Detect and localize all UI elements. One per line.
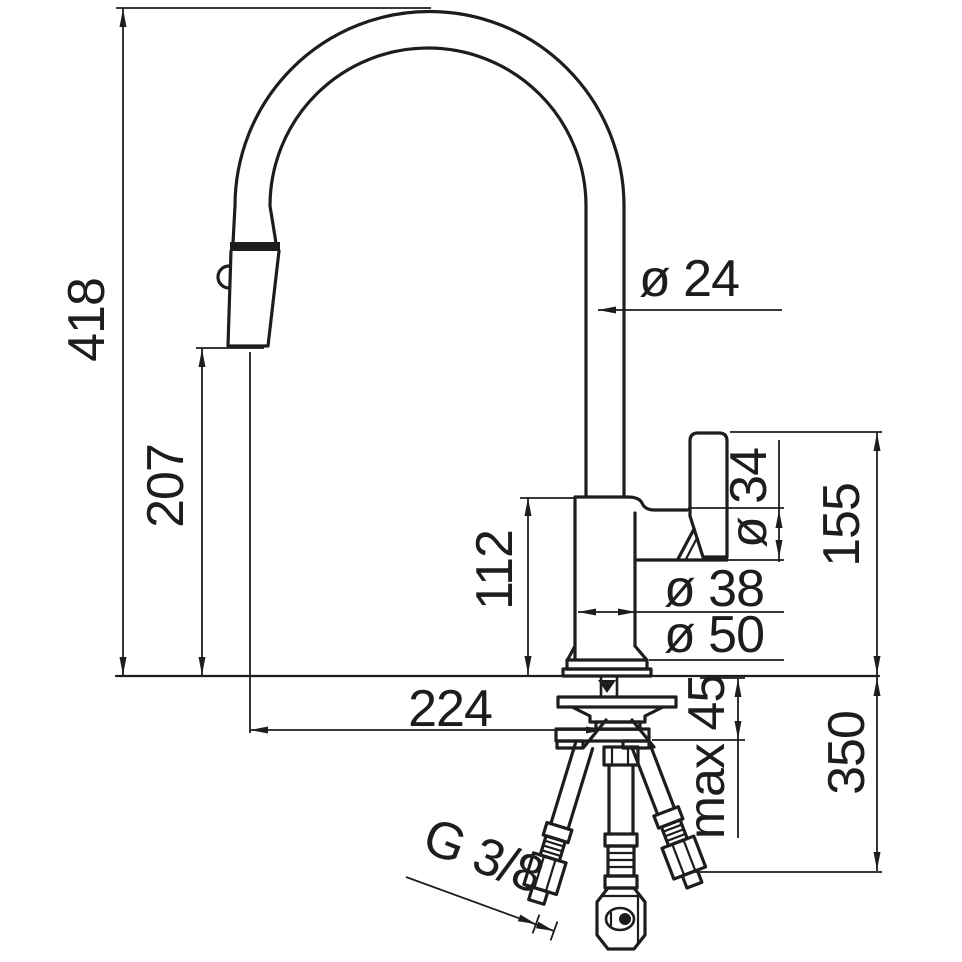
pullout-collar-upper bbox=[603, 832, 639, 848]
arrow-g38-a bbox=[517, 914, 536, 924]
mounting-cone bbox=[598, 680, 616, 693]
hose-thread-ribs bbox=[540, 839, 565, 858]
handle-strut bbox=[676, 527, 696, 561]
dim-body-height-label: 112 bbox=[466, 530, 524, 610]
hose-weight-slot bbox=[604, 906, 636, 932]
hose-ferrule bbox=[652, 805, 685, 830]
dimension-lines bbox=[116, 7, 882, 941]
spray-button bbox=[216, 264, 231, 290]
arrow-112-bottom bbox=[524, 656, 532, 674]
base-flange-lower bbox=[561, 667, 653, 678]
pullout-hex-facets bbox=[610, 745, 630, 767]
hose-spigot bbox=[680, 868, 704, 890]
dim-spout-height-label: 207 bbox=[137, 444, 195, 528]
spray-head bbox=[226, 249, 281, 348]
spout-arc-inner bbox=[268, 46, 588, 499]
dim-total-height-label: 418 bbox=[58, 278, 116, 362]
hose-weight-shading bbox=[600, 891, 642, 946]
arrow-dia38-left bbox=[578, 608, 596, 616]
arrow-g38-b bbox=[535, 921, 554, 931]
arrow-207-bottom bbox=[198, 657, 206, 675]
body-flare-left bbox=[566, 644, 577, 661]
arrow-max45-top bbox=[734, 679, 742, 697]
dim-spout-reach-label: 224 bbox=[408, 680, 492, 738]
pullout-collar-lower bbox=[603, 874, 639, 890]
arrow-dia34-top bbox=[775, 510, 783, 528]
mounting-bracket-foot-left bbox=[555, 739, 585, 750]
spray-head-band bbox=[230, 242, 280, 251]
dim-spout-pipe-diameter-label: ø 24 bbox=[639, 250, 739, 308]
arrow-350-top bbox=[873, 678, 881, 696]
filled-shapes bbox=[119, 9, 881, 931]
mounting-washer-plate bbox=[556, 695, 678, 709]
hose-hex-facets bbox=[671, 838, 697, 877]
arrow-112-top bbox=[524, 498, 532, 516]
pullout-hex-block bbox=[602, 745, 640, 767]
dim-hose-drop-label: 350 bbox=[818, 711, 876, 795]
pullout-thread-ribs bbox=[606, 851, 636, 869]
arrow-207-top bbox=[198, 349, 206, 367]
supply-hose-left bbox=[522, 741, 595, 906]
arrow-max45-bottom bbox=[734, 721, 742, 739]
arrow-224-right bbox=[586, 726, 604, 734]
hose-hex-facets bbox=[533, 855, 557, 893]
hose-weight-slot-dot bbox=[619, 913, 631, 925]
hose-ferrule bbox=[541, 820, 574, 845]
hose-thread-ribs bbox=[662, 823, 687, 843]
spout-arc-outer bbox=[231, 9, 626, 499]
dim-max-counter-thickness-label: max 45 bbox=[678, 675, 736, 840]
arrow-dia24 bbox=[598, 306, 616, 314]
faucet-outline bbox=[114, 9, 881, 951]
mounting-washer-cone bbox=[570, 705, 665, 724]
pullout-tube bbox=[607, 763, 635, 836]
dimension-labels: 418 207 112 ø 24 ø 34 155 ø 38 ø 50 224 … bbox=[58, 250, 876, 905]
body-flare-right bbox=[633, 644, 648, 661]
handle bbox=[688, 431, 729, 559]
arrow-418-bottom bbox=[119, 657, 127, 675]
dim-handle-top-height-label: 155 bbox=[813, 483, 871, 567]
hose-stub-left bbox=[582, 718, 608, 749]
arrow-418-top bbox=[119, 9, 127, 27]
arrow-dia34-bottom bbox=[775, 540, 783, 558]
dim-base-diameter-label: ø 50 bbox=[664, 606, 764, 664]
arrow-155-bottom bbox=[873, 656, 881, 674]
arrow-224-left bbox=[250, 726, 268, 734]
hose-spigot bbox=[527, 885, 550, 906]
handle-strut-inner bbox=[684, 536, 699, 561]
mounting-stud bbox=[599, 674, 619, 699]
arrow-350-bottom bbox=[873, 852, 881, 870]
dim-body-diameter-label: ø 38 bbox=[664, 560, 764, 618]
dim-handle-diameter-label: ø 34 bbox=[720, 448, 778, 548]
hose-tube bbox=[549, 741, 595, 831]
body-outline bbox=[573, 495, 689, 662]
arrow-dia38-right bbox=[618, 608, 636, 616]
dim-supply-thread-label: G 3/8 bbox=[416, 807, 551, 905]
arrow-155-top bbox=[873, 433, 881, 451]
